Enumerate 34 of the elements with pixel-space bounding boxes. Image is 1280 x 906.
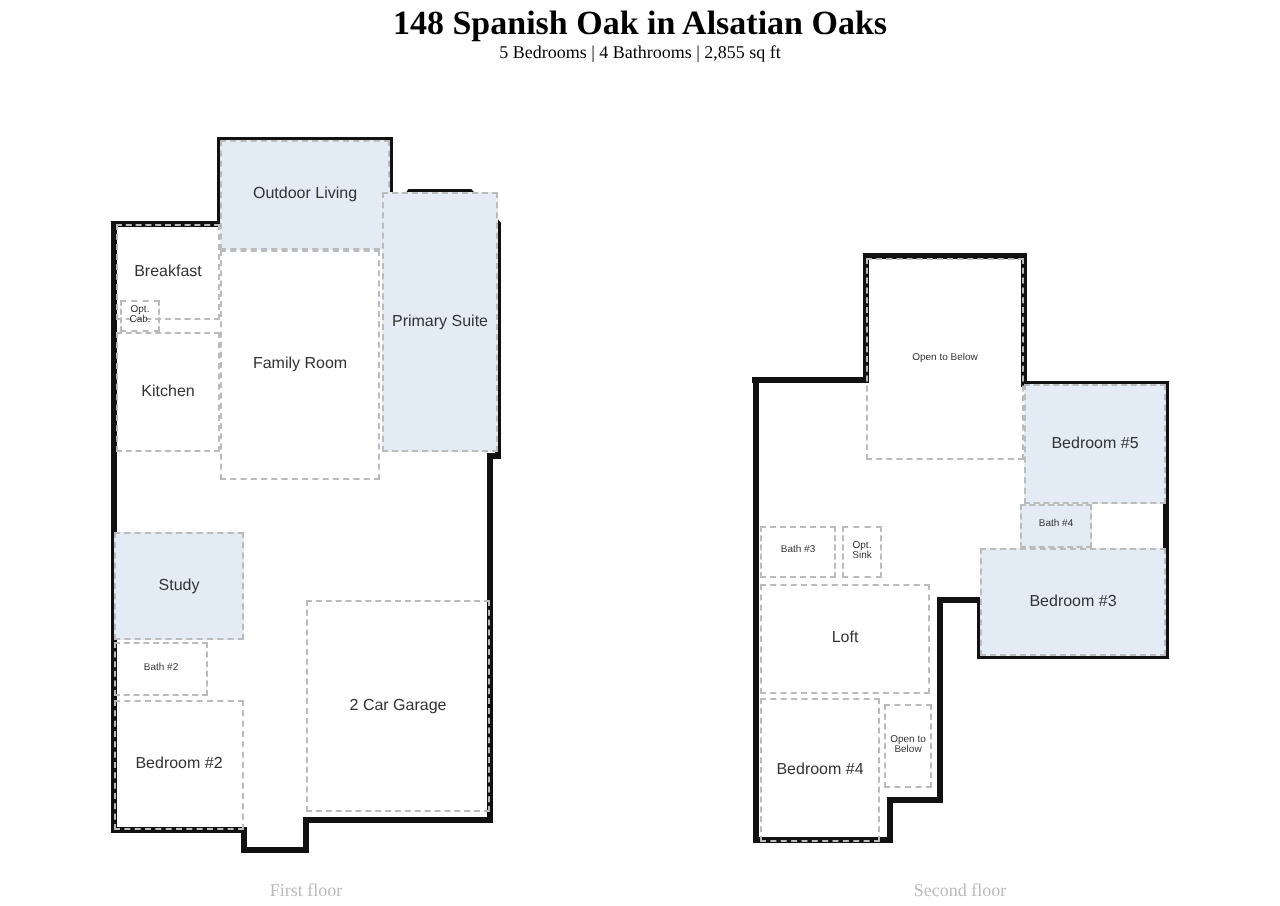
room-label: Study [156, 577, 202, 595]
room [114, 532, 244, 640]
room [760, 584, 930, 694]
room [1020, 504, 1092, 548]
room [306, 600, 490, 812]
room [382, 192, 498, 452]
room [220, 140, 390, 250]
room [980, 548, 1166, 656]
room [1024, 384, 1166, 504]
plan-title: 148 Spanish Oak in Alsatian Oaks [392, 4, 888, 44]
room-label: Bedroom #5 [1049, 435, 1141, 453]
room-label: Bedroom #4 [774, 761, 866, 779]
room-label: Outdoor Living [250, 186, 360, 204]
room-label: 2 Car Garage [347, 697, 449, 715]
floor-caption: Second floor [911, 880, 1009, 900]
room [842, 526, 882, 578]
floor-caption: First floor [267, 880, 345, 900]
room [884, 704, 932, 788]
room-label: Primary Suite [389, 313, 490, 331]
room-label: Family Room [250, 356, 350, 374]
room [114, 642, 208, 696]
room [760, 698, 880, 842]
room [116, 332, 220, 452]
room [220, 250, 380, 480]
room [120, 300, 160, 332]
room-label: Kitchen [139, 383, 197, 401]
room-label: Bedroom #3 [1027, 593, 1119, 611]
room-label: Loft [829, 630, 861, 648]
room-label: Breakfast [132, 263, 204, 281]
room [116, 224, 220, 320]
room [114, 700, 244, 830]
plan-summary: 5 Bedrooms | 4 Bathrooms | 2,855 sq ft [499, 42, 781, 62]
room [760, 526, 836, 578]
room-label: Bedroom #2 [133, 756, 225, 774]
